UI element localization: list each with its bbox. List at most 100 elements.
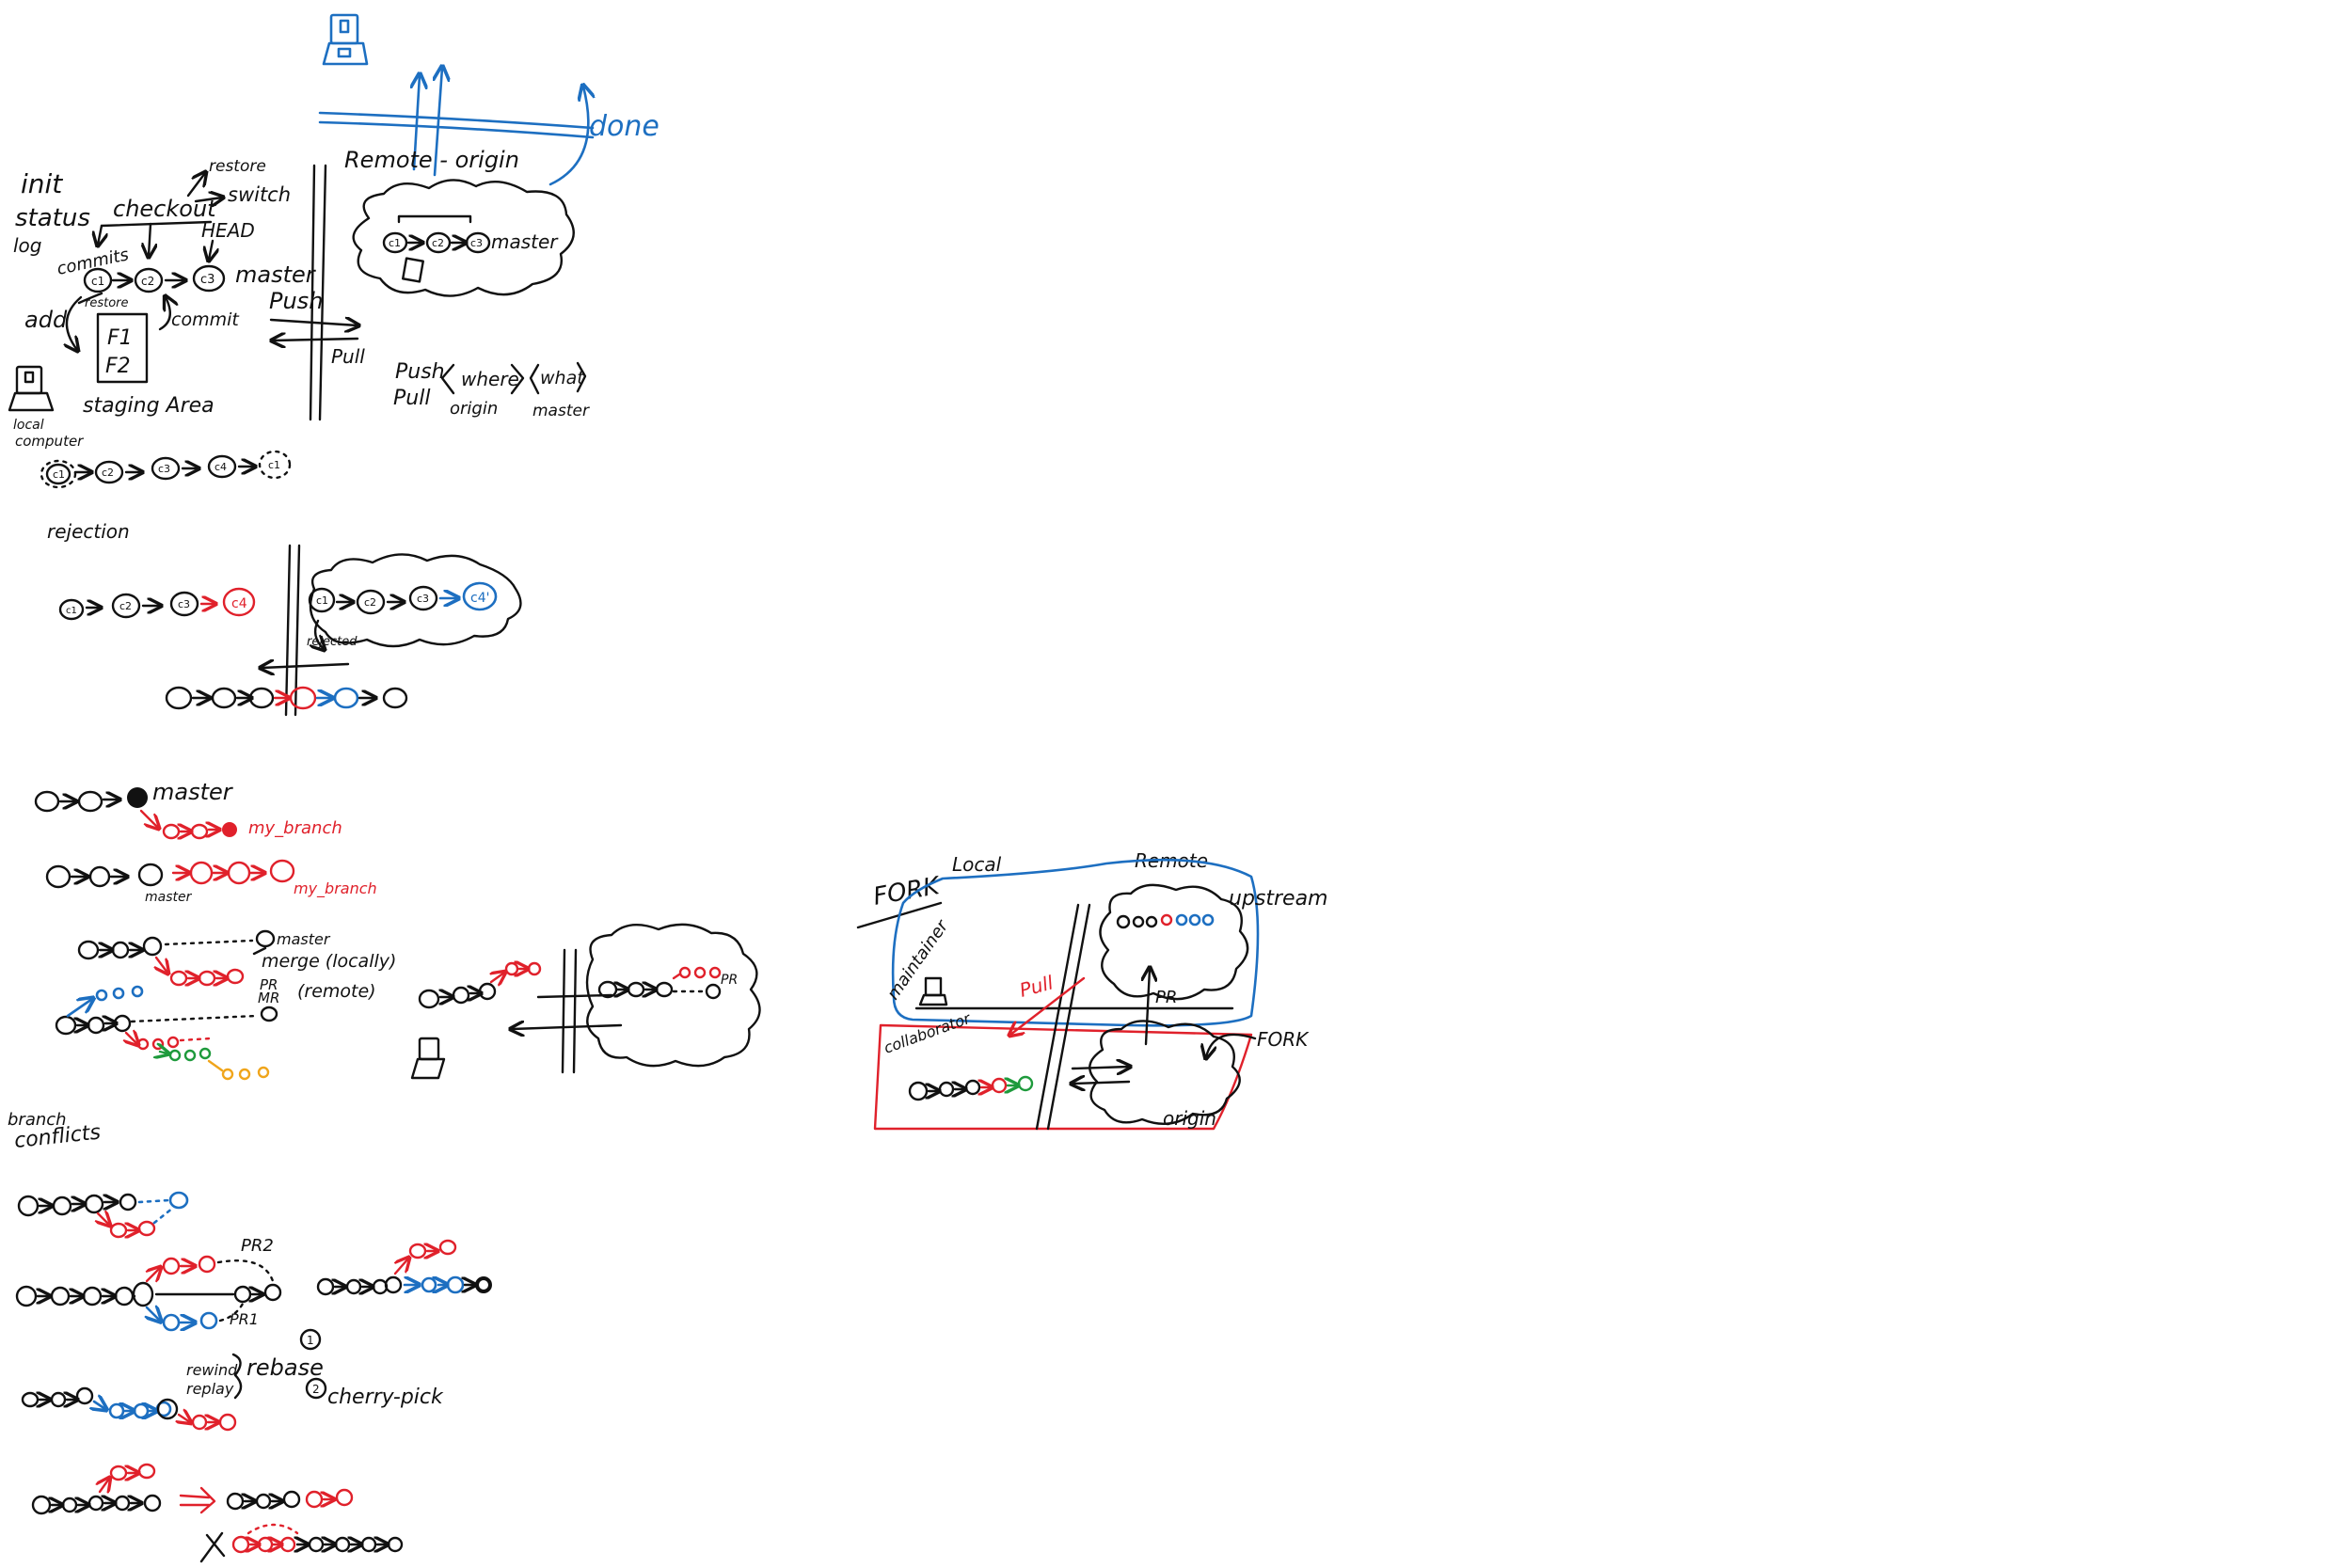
push-arrow bbox=[435, 68, 442, 177]
step-badge bbox=[299, 1328, 322, 1351]
commit-node bbox=[199, 1047, 212, 1060]
commit-node bbox=[95, 989, 108, 1002]
commit-node bbox=[151, 1037, 165, 1051]
pull-arrow bbox=[1073, 1082, 1131, 1084]
upstream-boundary bbox=[891, 858, 1260, 1027]
commit-node bbox=[211, 687, 237, 709]
commit-node bbox=[137, 1220, 156, 1237]
dotted-link bbox=[179, 1037, 213, 1042]
arrow bbox=[94, 1402, 105, 1409]
commit-node bbox=[45, 463, 72, 485]
angle-bracket bbox=[510, 363, 525, 395]
commit-node bbox=[165, 686, 193, 710]
push-arrow bbox=[269, 320, 358, 325]
brace bbox=[231, 1353, 243, 1400]
branch-line bbox=[100, 220, 213, 228]
remote-commit-label: c4' bbox=[470, 591, 489, 606]
commit-node bbox=[255, 929, 276, 948]
remote-commit bbox=[462, 581, 498, 611]
commit-node bbox=[231, 1535, 250, 1554]
commit-node bbox=[131, 985, 144, 998]
remote-commit-label: c2 bbox=[364, 596, 376, 609]
commit-node bbox=[418, 989, 440, 1009]
commit-node bbox=[143, 1494, 162, 1513]
commit-node bbox=[708, 966, 722, 979]
commit-node bbox=[87, 1016, 105, 1035]
arrow bbox=[672, 973, 681, 980]
commit-node bbox=[258, 450, 292, 480]
commit-node bbox=[527, 961, 542, 976]
arrow bbox=[100, 1479, 109, 1492]
staging-box bbox=[96, 312, 149, 384]
commit-node bbox=[162, 823, 181, 840]
commit-node bbox=[137, 1463, 156, 1480]
commit-node bbox=[84, 1194, 104, 1214]
remote-cloud bbox=[585, 923, 761, 1068]
computer-label: computer bbox=[15, 433, 84, 450]
arrow bbox=[194, 198, 222, 201]
commit-node bbox=[345, 1278, 362, 1295]
remote-commit bbox=[408, 585, 438, 611]
pull-arrow bbox=[1010, 976, 1086, 1035]
commit-node bbox=[198, 1255, 216, 1274]
chain-commit-label: c4 bbox=[215, 461, 227, 473]
syntax-what: what bbox=[540, 368, 585, 388]
rewind-label: rewind bbox=[186, 1361, 238, 1379]
local-commit-label: c2 bbox=[119, 600, 132, 612]
local-commit-label: c4 bbox=[231, 596, 247, 611]
commit-node bbox=[162, 1313, 181, 1332]
dotted-link bbox=[246, 1523, 299, 1535]
laptop-icon bbox=[918, 976, 948, 1006]
commit-node bbox=[333, 687, 359, 709]
master-label: master bbox=[235, 261, 317, 288]
commit-node bbox=[77, 790, 103, 813]
branch-label: branch bbox=[8, 1110, 67, 1130]
master-label: master bbox=[145, 890, 193, 905]
commit-node bbox=[34, 790, 60, 813]
commit-node bbox=[678, 966, 691, 979]
arrow bbox=[149, 222, 151, 256]
wall-line bbox=[309, 164, 316, 421]
remote-commit bbox=[308, 587, 336, 613]
commit-node bbox=[183, 1049, 197, 1062]
commit-node bbox=[218, 1413, 237, 1432]
dotted-link bbox=[152, 1206, 175, 1225]
master-label: master bbox=[152, 779, 234, 805]
master-label: master bbox=[277, 930, 331, 948]
section-conflicts: branch conflicts PR2 bbox=[8, 1110, 492, 1563]
pull-label: Pull bbox=[1017, 971, 1056, 1002]
rejected-label: rejected bbox=[307, 635, 358, 649]
commit-node bbox=[446, 1275, 465, 1294]
wall-line bbox=[1046, 903, 1091, 1131]
commit-label: c1 bbox=[91, 275, 104, 288]
origin-cloud bbox=[1089, 1020, 1241, 1125]
commit-node bbox=[289, 686, 317, 710]
dotted-link bbox=[164, 939, 254, 946]
syntax-origin: origin bbox=[450, 399, 498, 419]
upstream-cloud bbox=[1099, 883, 1249, 1001]
local-commit-label: c3 bbox=[178, 598, 190, 610]
arrow bbox=[315, 619, 324, 649]
commit-node bbox=[151, 456, 181, 481]
commit-node bbox=[50, 1286, 71, 1307]
pull-label: Pull bbox=[331, 345, 365, 368]
angle-bracket bbox=[576, 361, 587, 393]
pr-arrow bbox=[1146, 969, 1150, 1046]
syntax-pull: Pull bbox=[393, 387, 430, 410]
remote-origin-label: Remote - origin bbox=[344, 147, 519, 173]
wall-line bbox=[318, 111, 595, 130]
remote-commit bbox=[425, 231, 452, 254]
arrow bbox=[207, 1059, 224, 1072]
switch-label: switch bbox=[228, 183, 291, 206]
rebase-label: rebase bbox=[246, 1354, 324, 1381]
arrow bbox=[491, 973, 504, 982]
commit-node bbox=[384, 1275, 403, 1294]
arrow bbox=[160, 1052, 167, 1053]
my-branch-label: my_branch bbox=[294, 879, 377, 898]
commit-node bbox=[991, 1077, 1008, 1094]
commit-node bbox=[40, 459, 77, 489]
restore-small-label: restore bbox=[85, 296, 129, 310]
commit-node bbox=[189, 861, 214, 885]
commit-node bbox=[233, 1285, 252, 1304]
